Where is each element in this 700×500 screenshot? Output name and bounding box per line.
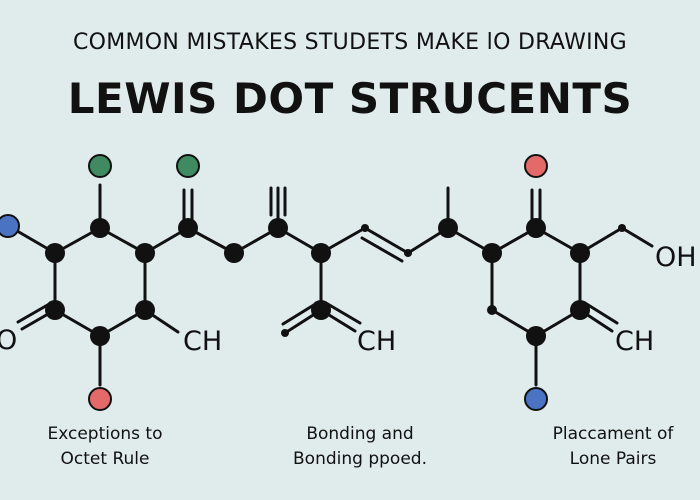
electron-dot bbox=[404, 249, 412, 257]
caption-octet: Exceptions to Octet Rule bbox=[20, 422, 190, 472]
bond bbox=[583, 301, 619, 325]
red-atom bbox=[524, 154, 548, 178]
carbon-atom bbox=[45, 300, 65, 320]
caption-line: Bonding and bbox=[306, 424, 414, 444]
caption-line: Lone Pairs bbox=[569, 449, 657, 469]
carbon-atom bbox=[90, 326, 110, 346]
carbon-atom bbox=[311, 300, 331, 320]
bond bbox=[281, 301, 319, 326]
carbon-atom bbox=[135, 300, 155, 320]
bond bbox=[360, 236, 404, 263]
carbon-atom bbox=[311, 243, 331, 263]
oxygen-label: O bbox=[0, 325, 17, 356]
carbon-atom bbox=[224, 243, 244, 263]
carbon-atom bbox=[90, 218, 110, 238]
ch-label: CH bbox=[183, 326, 222, 357]
page-title: LEWIS DOT STRUCENTS bbox=[67, 74, 633, 123]
bond bbox=[363, 226, 410, 255]
caption-bonding: Bonding and Bonding ppoed. bbox=[270, 422, 450, 472]
blue-atom bbox=[0, 214, 20, 238]
carbon-atom bbox=[268, 218, 288, 238]
caption-line: Bonding ppoed. bbox=[293, 449, 427, 469]
carbon-atom bbox=[45, 243, 65, 263]
carbon-atom bbox=[178, 218, 198, 238]
blue-atom bbox=[524, 387, 548, 411]
ch-label: CH bbox=[615, 326, 654, 357]
atom-labels: O CH CH CH OH bbox=[0, 242, 697, 357]
green-atom bbox=[176, 154, 200, 178]
bond bbox=[16, 301, 53, 324]
carbon-atom bbox=[482, 243, 502, 263]
green-atom bbox=[88, 154, 112, 178]
caption-line: Octet Rule bbox=[60, 449, 150, 469]
carbon-atom bbox=[526, 218, 546, 238]
subtitle: COMMON MISTAKES STUDETS MAKE lO DRAWING bbox=[72, 30, 628, 55]
carbon-atom bbox=[135, 243, 155, 263]
carbon-atom bbox=[438, 218, 458, 238]
electron-dot bbox=[361, 224, 369, 232]
red-atom bbox=[88, 387, 112, 411]
electron-dot bbox=[281, 329, 289, 337]
bond bbox=[324, 301, 362, 325]
caption-line: Exceptions to bbox=[47, 424, 163, 444]
colored-atoms bbox=[0, 154, 548, 411]
carbon-atom bbox=[570, 300, 590, 320]
bonds bbox=[10, 183, 654, 387]
carbon-atom bbox=[487, 305, 497, 315]
carbon-atom bbox=[526, 326, 546, 346]
caption-lone-pairs: Placcament of Lone Pairs bbox=[528, 422, 698, 472]
oh-label: OH bbox=[655, 242, 697, 273]
ch-label: CH bbox=[357, 326, 396, 357]
caption-line: Placcament of bbox=[552, 424, 674, 444]
carbon-atom bbox=[570, 243, 590, 263]
electron-dot bbox=[618, 224, 626, 232]
bond bbox=[620, 226, 654, 248]
atoms bbox=[45, 218, 626, 346]
